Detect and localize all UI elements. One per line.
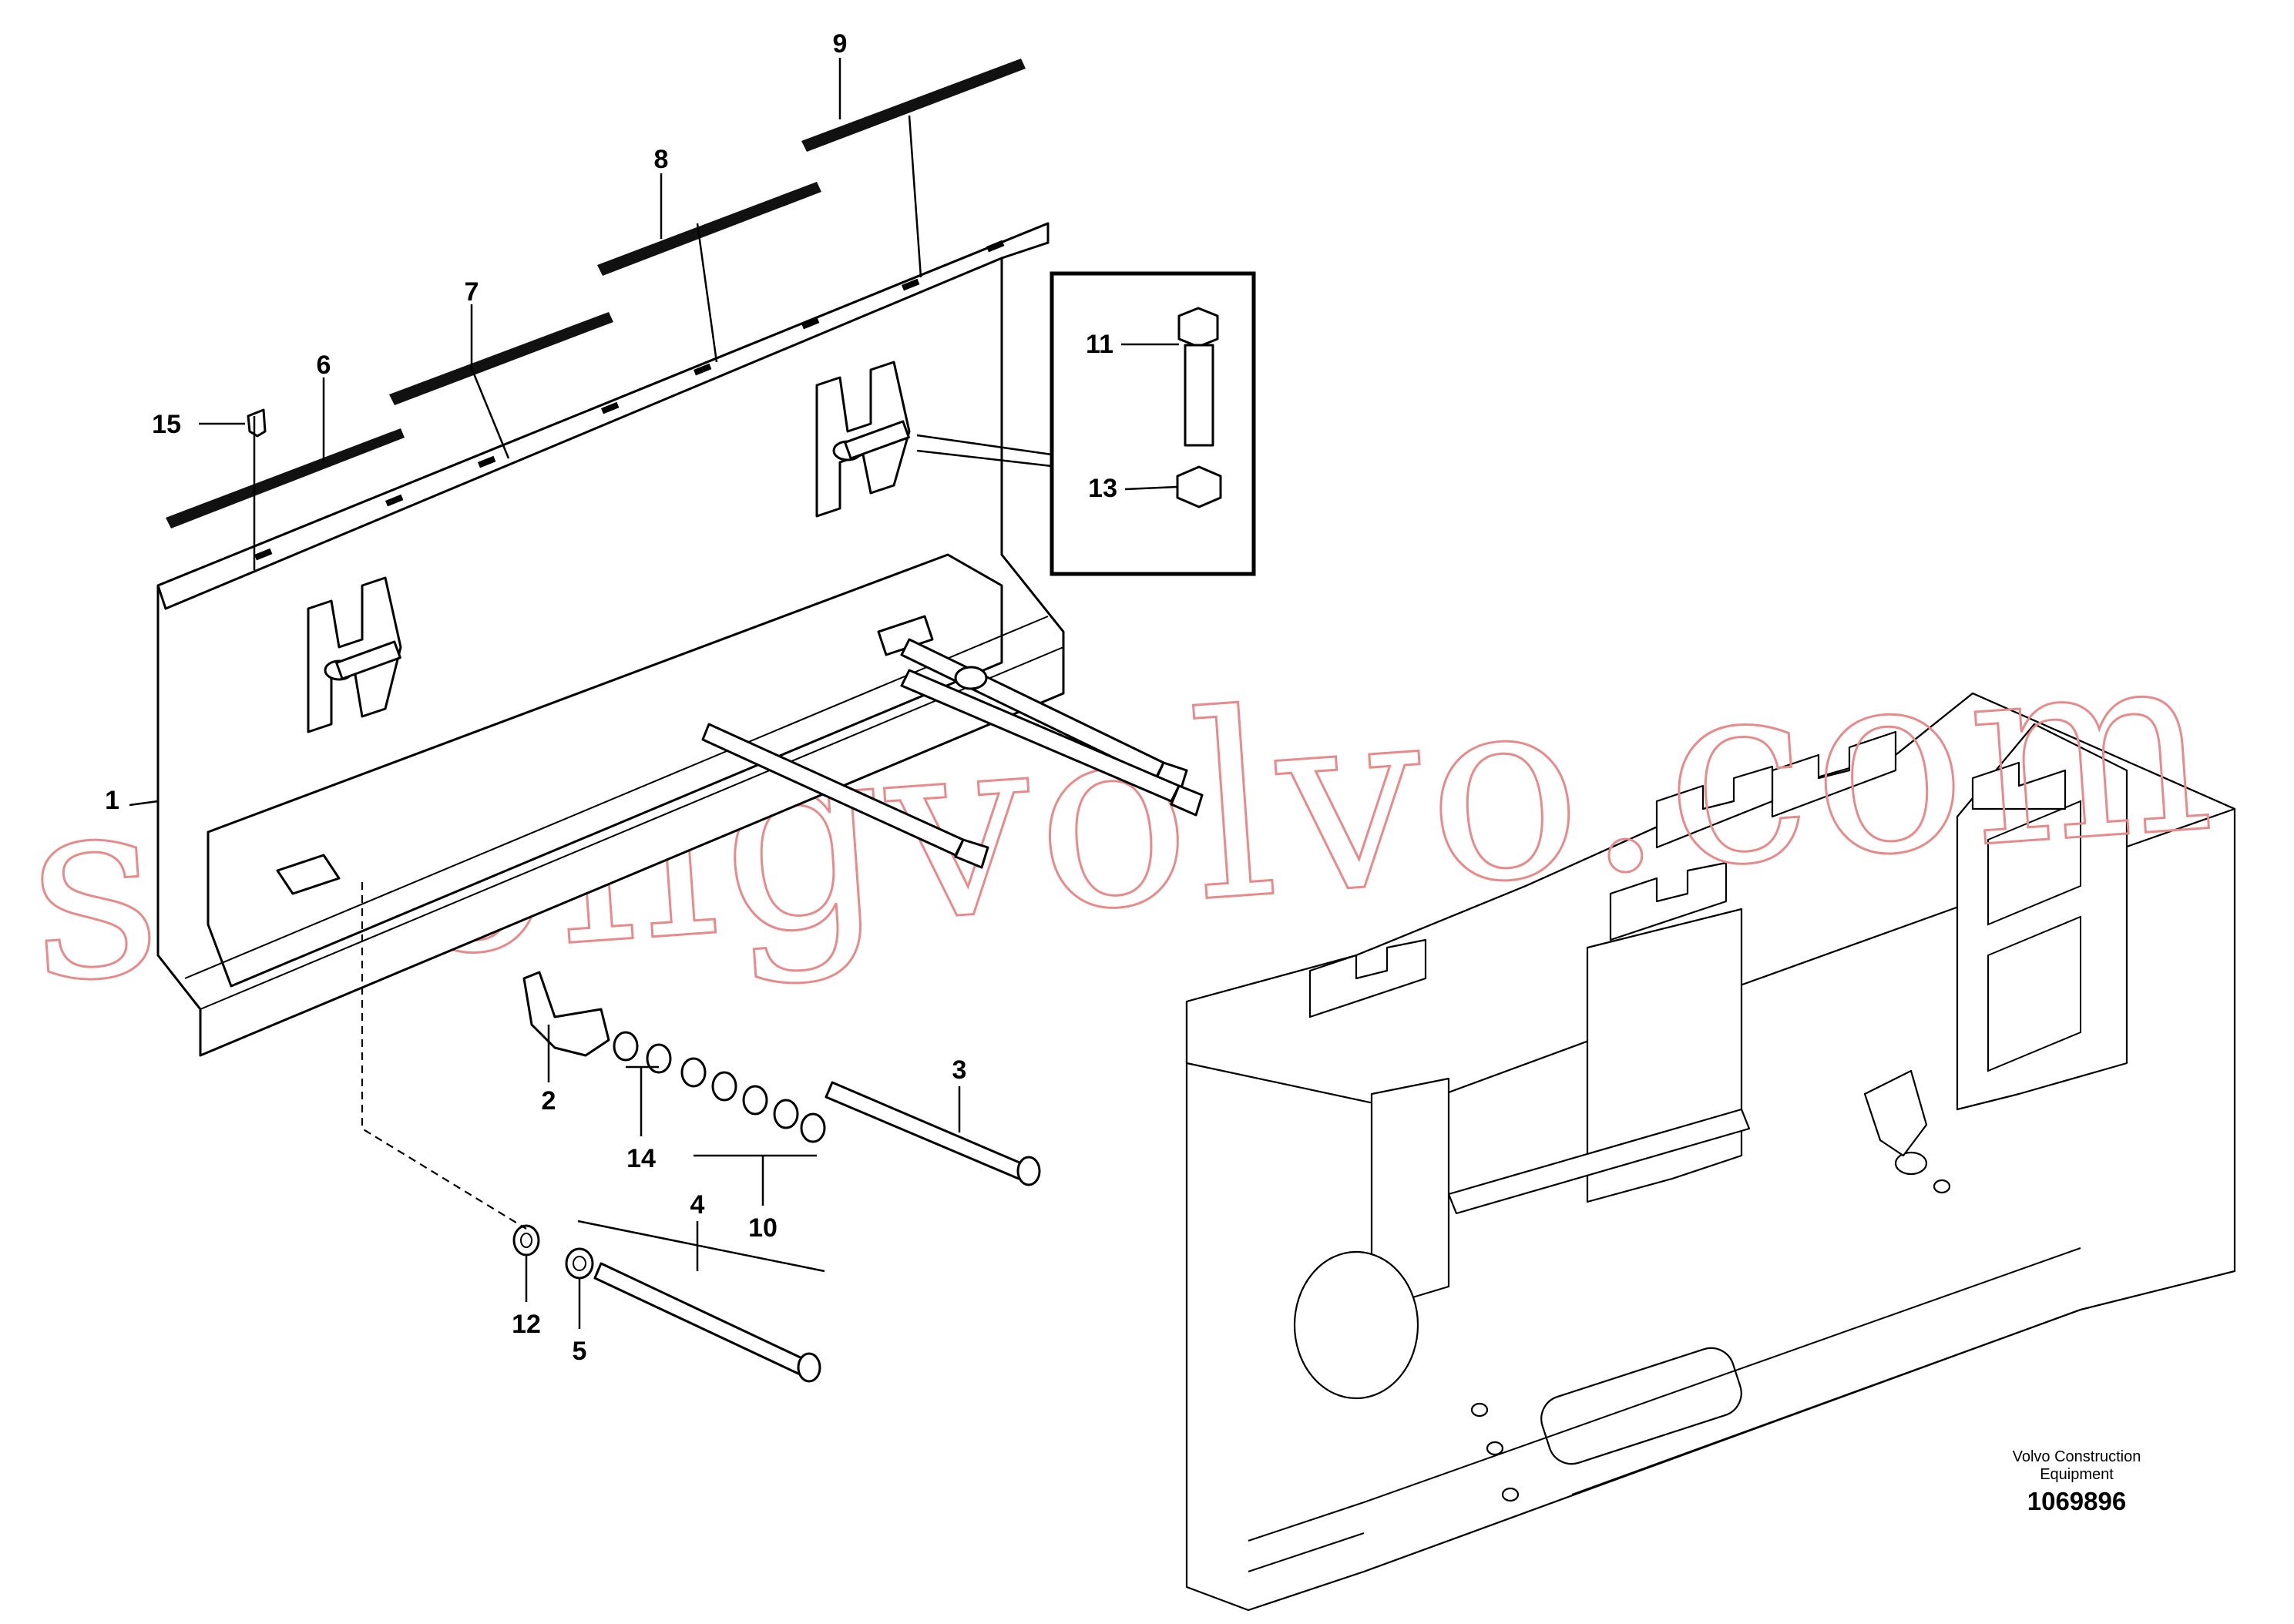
document-number: 1069896 — [2027, 1487, 2126, 1515]
nut-5 — [565, 1247, 594, 1280]
strip-9 — [801, 59, 1026, 152]
mounting-plate — [156, 222, 1204, 1057]
nut-13 — [1176, 465, 1222, 508]
callout-11: 11 — [1086, 330, 1113, 359]
callout-6: 6 — [317, 351, 331, 380]
washer-14b — [646, 1043, 672, 1074]
callout-7: 7 — [465, 277, 479, 307]
leader-lines — [129, 58, 1179, 1329]
strip-8 — [597, 182, 821, 276]
washer-12 — [512, 1224, 540, 1257]
callout-4: 4 — [690, 1190, 705, 1220]
callout-3: 3 — [952, 1055, 967, 1085]
bolt-11-shank — [1184, 344, 1214, 447]
rivet-15 — [247, 408, 267, 438]
strip-6 — [166, 428, 405, 528]
hardware — [247, 307, 1222, 1383]
callout-13: 13 — [1088, 474, 1117, 503]
machine-frame — [1185, 692, 2236, 1612]
bolt-11-head — [1177, 307, 1219, 348]
latch-2 — [522, 971, 610, 1057]
rod-lower — [900, 669, 1181, 803]
bolt-3 — [825, 1081, 1026, 1180]
callout-1: 1 — [105, 786, 119, 815]
callout-12: 12 — [512, 1310, 541, 1339]
bolt-4 — [593, 1262, 807, 1375]
detail-inset-box — [1050, 271, 1256, 576]
callout-8: 8 — [654, 145, 669, 174]
washer-14a — [613, 1031, 639, 1062]
credit-line-1: Volvo Construction — [2013, 1448, 2141, 1465]
callouts: 1 2 3 4 5 6 7 8 9 10 11 12 13 14 15 — [105, 29, 1117, 1366]
callout-15: 15 — [152, 410, 181, 439]
washers-10 — [680, 1057, 826, 1143]
callout-9: 9 — [833, 29, 848, 59]
callout-14: 14 — [626, 1144, 656, 1173]
wear-strips — [166, 59, 1026, 528]
callout-2: 2 — [542, 1086, 556, 1116]
strip-7 — [389, 312, 613, 405]
callout-10: 10 — [748, 1213, 778, 1243]
credit-line-2: Equipment — [2040, 1466, 2114, 1483]
rim-slots — [254, 240, 1005, 561]
left-hook — [307, 576, 402, 733]
callout-5: 5 — [573, 1337, 587, 1366]
